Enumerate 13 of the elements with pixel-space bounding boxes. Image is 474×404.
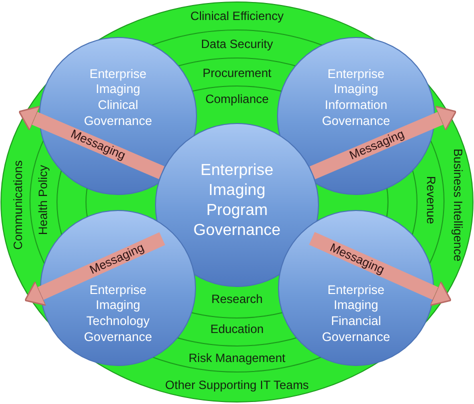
band-label: Other Supporting IT Teams <box>165 378 309 392</box>
circle-label: Enterprise Imaging Program Governance <box>192 161 282 241</box>
band-label: Data Security <box>200 37 274 51</box>
band-label: Business Intelligence <box>451 148 465 262</box>
band-label: Health Policy <box>36 164 50 236</box>
band-label: Compliance <box>205 92 269 106</box>
band-label: Communications <box>11 160 25 250</box>
band-label: Revenue <box>424 176 438 224</box>
band-label: Clinical Efficiency <box>190 9 284 23</box>
band-label: Procurement <box>202 66 272 80</box>
band-label: Research <box>211 292 263 306</box>
band-label: Risk Management <box>188 351 286 365</box>
band-label: Education <box>210 322 264 336</box>
